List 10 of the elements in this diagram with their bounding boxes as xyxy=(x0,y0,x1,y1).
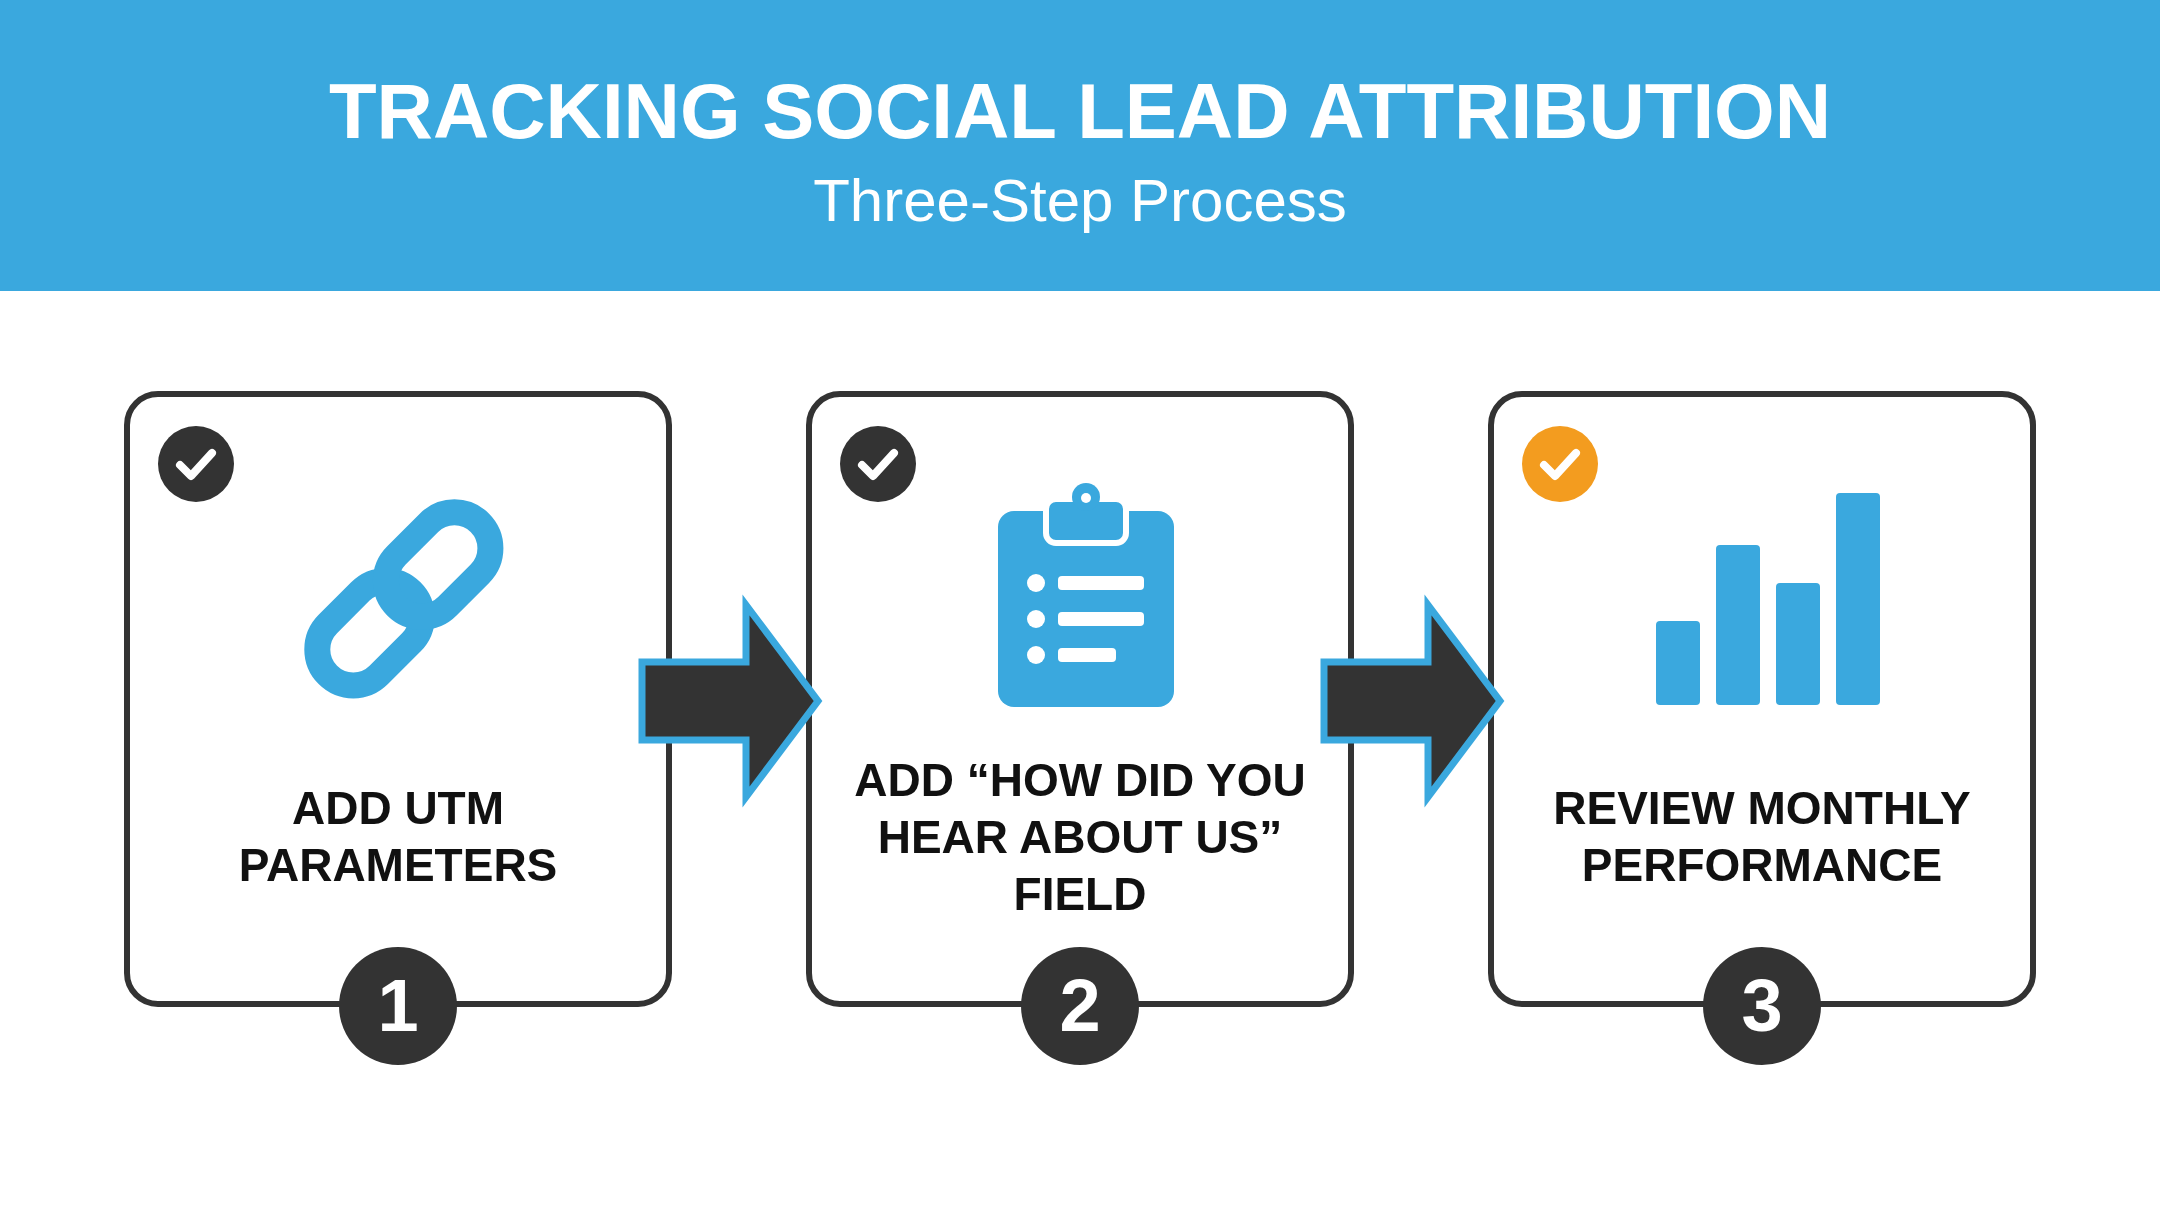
step-label: ADD “HOW DID YOU HEAR ABOUT US” FIELD xyxy=(853,752,1307,922)
step-label: REVIEW MONTHLY PERFORMANCE xyxy=(1552,781,1972,893)
step-number: 3 xyxy=(1741,969,1783,1043)
arrow xyxy=(638,594,823,808)
arrow xyxy=(1320,594,1505,808)
step-label: ADD UTM PARAMETERS xyxy=(237,781,559,893)
subtitle: Three-Step Process xyxy=(812,168,1348,234)
title: TRACKING SOCIAL LEAD ATTRIBUTION xyxy=(327,66,1833,156)
step-number: 1 xyxy=(377,969,419,1043)
step-number: 2 xyxy=(1059,969,1101,1043)
